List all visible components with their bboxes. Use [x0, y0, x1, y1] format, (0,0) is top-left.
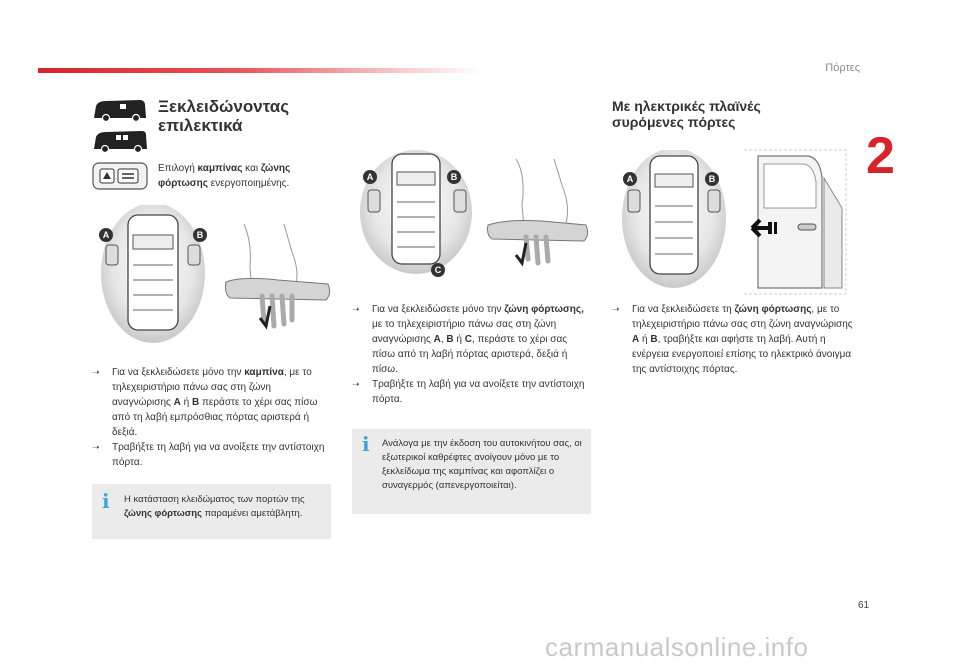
left-info-text: Η κατάσταση κλειδώματος των πορτών της ζ… — [124, 494, 305, 519]
middle-steps: Για να ξεκλειδώσετε μόνο την ζώνη φόρτωσ… — [352, 302, 592, 407]
section-label: Πόρτες — [825, 62, 860, 74]
middle-step-2: Τραβήξτε τη λαβή για να ανοίξετε την αντ… — [352, 377, 592, 407]
zone-label-c: C — [435, 265, 442, 275]
left-steps: Για να ξεκλειδώσετε μόνο την καμπίνα, με… — [92, 365, 332, 470]
zone-label-a: A — [103, 230, 110, 240]
chapter-number: 2 — [866, 127, 895, 185]
right-steps: Για να ξεκλειδώσετε τη ζώνη φόρτωσης, με… — [612, 302, 856, 377]
info-icon: i — [362, 432, 370, 456]
van-top-view-zones-ab-right: A B — [622, 150, 726, 288]
zone-label-a: A — [367, 172, 374, 182]
zone-label-b: B — [709, 174, 716, 184]
header-accent-bar — [38, 68, 483, 73]
left-step-1: Για να ξεκλειδώσετε μόνο την καμπίνα, με… — [92, 365, 332, 440]
sliding-door-illustration — [744, 149, 847, 295]
hand-behind-handle-middle — [487, 158, 589, 267]
page-number: 61 — [858, 600, 870, 611]
zone-label-b: B — [451, 172, 458, 182]
middle-step-1: Για να ξεκλειδώσετε μόνο την ζώνη φόρτωσ… — [352, 302, 592, 377]
intro-text: Επιλογή καμπίνας και ζώνης φόρτωσης ενερ… — [158, 163, 291, 189]
middle-info-box: i Ανάλογα με την έκδοση του αυτοκινήτου … — [352, 429, 591, 514]
watermark: carmanualsonline.info — [545, 632, 809, 662]
dashboard-selector-icon — [92, 162, 148, 190]
van-icon-long — [94, 131, 147, 153]
van-top-view-zones-ab: A B — [99, 205, 207, 343]
info-icon: i — [102, 489, 110, 513]
middle-info-text: Ανάλογα με την έκδοση του αυτοκινήτου σα… — [382, 438, 582, 491]
right-step-1: Για να ξεκλειδώσετε τη ζώνη φόρτωσης, με… — [612, 302, 856, 377]
left-step-2: Τραβήξτε τη λαβή για να ανοίξετε την αντ… — [92, 440, 332, 470]
zone-label-a: A — [627, 174, 634, 184]
zone-label-b: B — [197, 230, 204, 240]
hand-behind-handle-left — [225, 223, 331, 330]
van-top-view-zones-abc: A B C — [360, 150, 472, 277]
van-icon-short — [94, 100, 146, 122]
left-info-box: i Η κατάσταση κλειδώματος των πορτών της… — [92, 484, 331, 539]
